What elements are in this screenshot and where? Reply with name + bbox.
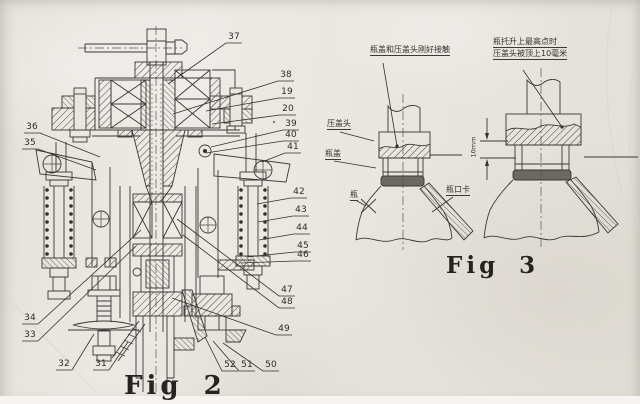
fig2-callout-44: 44 — [296, 223, 308, 233]
fig2-callout-48: 48 — [281, 297, 293, 307]
fig2-callout-32: 32 — [58, 359, 70, 369]
fig2-callout-31: 31 — [95, 359, 107, 369]
fig2-callout-35: 35 — [24, 138, 36, 148]
fig3-dimension-10mm: 10mm — [469, 136, 478, 158]
fig2-label: Fig 2 — [124, 371, 226, 401]
fig3-annotation-contact: 瓶盖和压盖头刚好接触 — [370, 45, 450, 56]
scan-edge-strip — [0, 396, 640, 404]
fig2-callout-33: 33 — [24, 330, 36, 340]
fig2-callout-47: 47 — [281, 285, 293, 295]
fig2-callout-41: 41 — [287, 142, 299, 152]
fig2-callout-36: 36 — [26, 122, 38, 132]
fig3-label-neck-clamp: 瓶口卡 — [446, 185, 470, 196]
annotation-top-line1: 瓶托升上最高点时 — [493, 37, 568, 48]
fig2-callout-20: 20 — [282, 104, 294, 114]
fig3-label-cap: 瓶盖 — [325, 149, 341, 160]
fig2-callout-50: 50 — [265, 360, 277, 370]
fig2-callout-51: 51 — [241, 360, 253, 370]
annotation-top-line2: 压盖头被顶上10毫米 — [493, 49, 568, 60]
fig3-drawing — [333, 62, 638, 250]
fig2-callout-52: 52 — [224, 360, 236, 370]
fig2-callout-37: 37 — [228, 32, 240, 42]
fig2-callout-34: 34 — [24, 313, 36, 323]
fig2-leader-lines — [22, 42, 311, 372]
fig2-callout-43: 43 — [295, 205, 307, 215]
fig2-callout-42: 42 — [293, 187, 305, 197]
fig3-label-press-head: 压盖头 — [327, 119, 351, 130]
fig2-callout-38: 38 — [280, 70, 292, 80]
fig3-label: Fig 3 — [446, 252, 540, 279]
fig3-label-bottle: 瓶 — [350, 190, 358, 201]
annotation-contact-text: 瓶盖和压盖头刚好接触 — [370, 45, 450, 56]
fig2-callout-49: 49 — [278, 324, 290, 334]
fig3-leader-lines — [333, 62, 564, 213]
fig2-callout-40: 40 — [285, 130, 297, 140]
fig2-callout-46: 46 — [297, 250, 309, 260]
fig3-annotation-top-point: 瓶托升上最高点时 压盖头被顶上10毫米 — [493, 37, 568, 60]
fig2-callout-39: 39 — [285, 119, 297, 129]
fig2-callout-45: 45 — [297, 241, 309, 251]
fig2-drawing — [22, 26, 311, 392]
fig2-callout-19: 19 — [281, 87, 293, 97]
